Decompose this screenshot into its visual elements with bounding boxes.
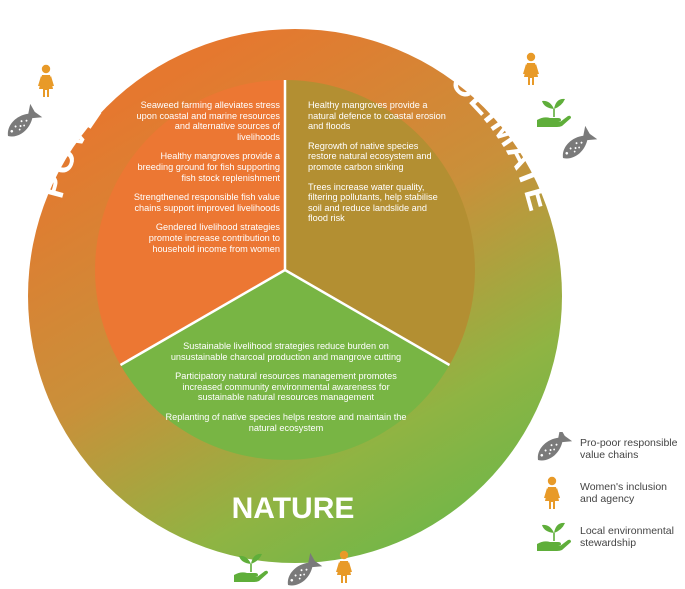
- poverty-item: Healthy mangroves provide a breeding gro…: [137, 151, 280, 183]
- nature-item: Participatory natural resources manageme…: [175, 371, 397, 403]
- woman-icon: [38, 64, 54, 97]
- climate-text: Healthy mangroves provide a natural defe…: [308, 100, 448, 233]
- fish-icon: [534, 432, 572, 466]
- sector-poverty: [95, 80, 285, 365]
- poverty-text: Seaweed farming alleviates stress upon c…: [132, 100, 280, 263]
- sector-climate: [285, 80, 475, 365]
- nature-item: Sustainable livelihood strategies reduce…: [170, 341, 402, 362]
- label-nature: NATURE: [232, 492, 355, 525]
- climate-item: Trees increase water quality, filtering …: [308, 181, 438, 224]
- sector-nature: [120, 270, 450, 460]
- woman-icon: [544, 476, 560, 509]
- climate-item: Healthy mangroves provide a natural defe…: [308, 100, 446, 132]
- nature-text: Sustainable livelihood strategies reduce…: [164, 341, 408, 442]
- nature-item: Replanting of native species helps resto…: [165, 411, 407, 433]
- poverty-item: Seaweed farming alleviates stress upon c…: [136, 100, 280, 142]
- divider-right: [284, 268, 451, 367]
- fish-icon: [556, 125, 598, 165]
- divider-left: [119, 268, 286, 367]
- legend-item-stewardship: Local environmental stewardship: [534, 518, 684, 556]
- legend-label: Pro-poor responsible value chains: [580, 437, 678, 461]
- legend-item-value-chains: Pro-poor responsible value chains: [534, 430, 684, 468]
- poverty-item: Strengthened responsible fish value chai…: [133, 192, 280, 213]
- hand-plant-icon: [536, 522, 572, 552]
- poverty-item: Gendered livelihood strategies promote i…: [148, 222, 280, 254]
- hand-plant-icon: [536, 98, 572, 128]
- fish-icon: [1, 103, 43, 143]
- legend: Pro-poor responsible value chains Women'…: [534, 430, 684, 562]
- woman-icon: [523, 52, 539, 85]
- legend-item-women: Women's inclusion and agency: [534, 474, 684, 512]
- legend-label: Local environmental stewardship: [580, 525, 674, 549]
- climate-item: Regrowth of native species restore natur…: [308, 140, 432, 172]
- legend-label: Women's inclusion and agency: [580, 481, 668, 505]
